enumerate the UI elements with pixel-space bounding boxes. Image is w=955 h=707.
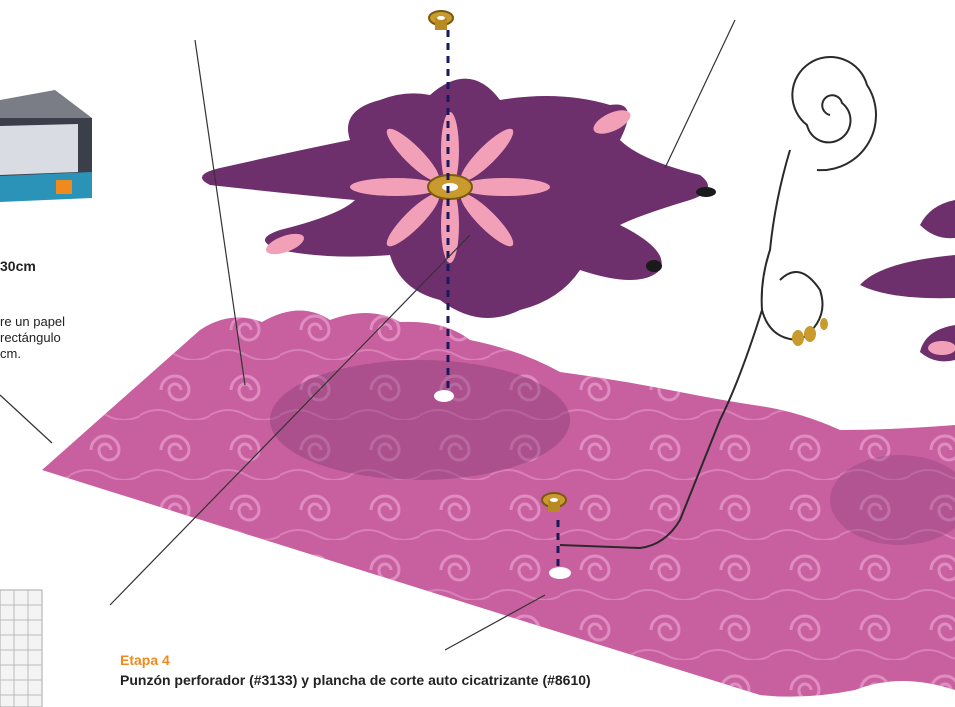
grid-ruler-icon [0, 590, 42, 707]
felt-base [42, 310, 955, 696]
instruction-fragment-line: re un papel [0, 314, 65, 330]
stage-caption: Punzón perforador (#3133) y plancha de c… [120, 672, 591, 688]
instruction-fragment-line: cm. [0, 346, 21, 362]
felt-flower-icon [202, 79, 716, 318]
gold-beads [792, 318, 828, 346]
felt-flower-icon [860, 200, 955, 361]
stage-label: Etapa 4 [120, 652, 170, 668]
eyelet-icon [429, 11, 453, 30]
paper-cutter-icon [0, 90, 92, 202]
instruction-fragment-line: rectángulo [0, 330, 61, 346]
measure-label: 30cm [0, 258, 36, 274]
